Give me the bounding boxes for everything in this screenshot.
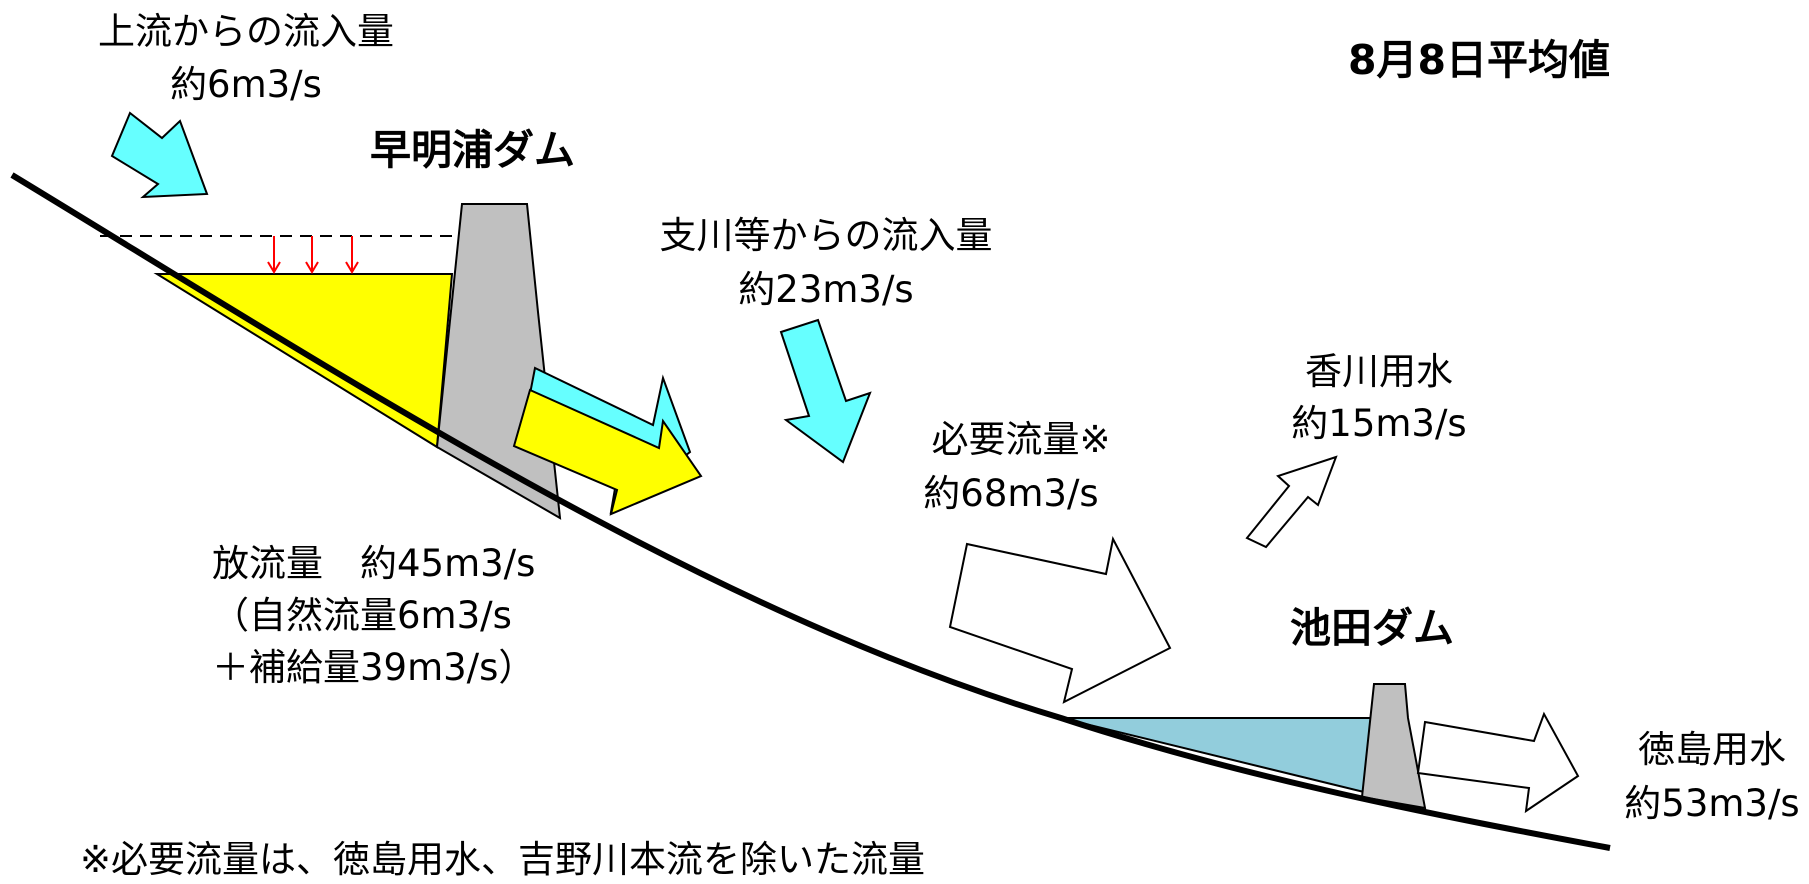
upstream-inflow-label: 上流からの流入量 [98, 10, 394, 53]
kagawa-value: 約15m3/s [1291, 402, 1467, 445]
required-flow-arrow [948, 536, 1172, 704]
release-line-3: ＋補給量39m3/s） [212, 646, 536, 689]
riverbed-line [10, 172, 1611, 851]
tributary-inflow-label: 支川等からの流入量 [659, 214, 993, 257]
upper-dam-body [435, 203, 562, 520]
kagawa-label: 香川用水 [1305, 350, 1453, 393]
upper-reservoir-water [153, 273, 454, 449]
lower-dam-body [1360, 683, 1427, 810]
tributary-inflow-arrow [779, 318, 872, 464]
tokushima-arrow [1416, 711, 1580, 814]
tokushima-label: 徳島用水 [1638, 728, 1786, 771]
upstream-inflow-value: 約6m3/s [170, 63, 322, 106]
kagawa-arrow [1245, 455, 1338, 549]
lower-reservoir-water [1060, 717, 1375, 795]
tributary-inflow-value: 約23m3/s [738, 268, 914, 311]
tokushima-value: 約53m3/s [1624, 782, 1800, 825]
release-line-1: 放流量 約45m3/s [212, 542, 536, 585]
lower-dam-title: 池田ダム [1290, 604, 1454, 652]
required-flow-value: 約68m3/s [923, 472, 1099, 515]
required-flow-label: 必要流量※ [931, 418, 1111, 461]
drawdown-arrows [267, 236, 359, 274]
upstream-inflow-arrow [110, 111, 209, 199]
upper-dam-title: 早明浦ダム [370, 126, 575, 174]
flow-diagram [10, 111, 1611, 851]
footnote: ※必要流量は、徳島用水、吉野川本流を除いた流量 [80, 838, 926, 881]
release-line-2: （自然流量6m3/s [212, 594, 512, 637]
release-supplement-arrow [512, 388, 703, 516]
date-label: 8月8日平均値 [1348, 36, 1611, 84]
